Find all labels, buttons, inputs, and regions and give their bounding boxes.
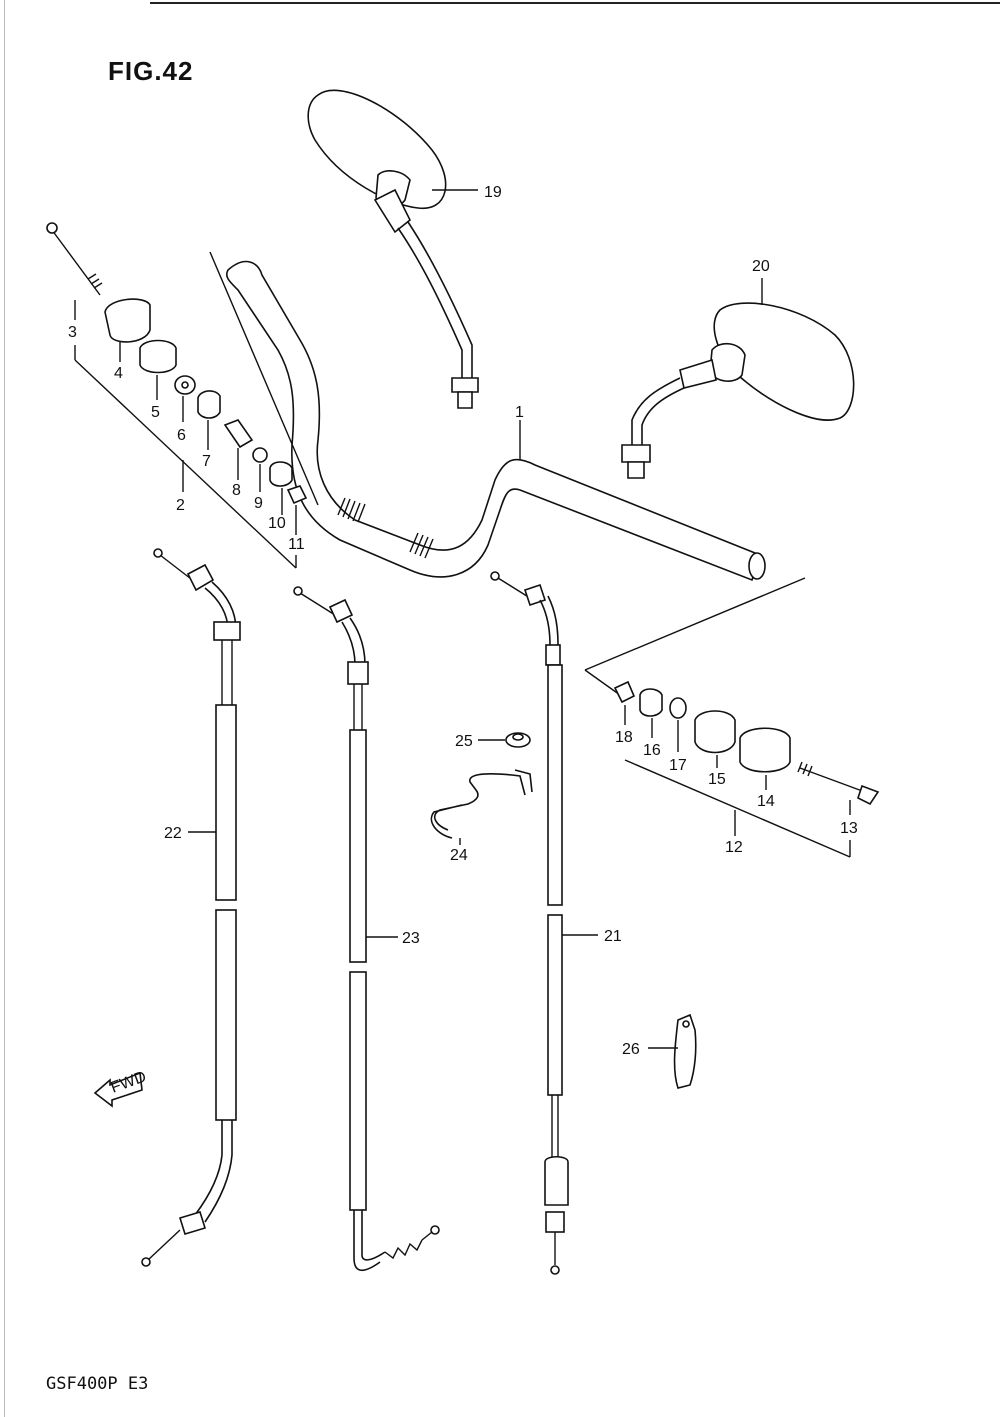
label-23: 23 [402, 930, 420, 947]
handlebar [225, 260, 766, 582]
label-21: 21 [604, 928, 622, 945]
label-24: 24 [450, 847, 468, 864]
label-18: 18 [615, 729, 633, 746]
label-16: 16 [643, 742, 661, 759]
right-mirror [621, 278, 855, 479]
label-15: 15 [708, 771, 726, 788]
right-balancer-assembly [584, 577, 880, 858]
label-2: 2 [176, 497, 185, 514]
left-mirror [307, 89, 479, 409]
label-26: 26 [622, 1041, 640, 1058]
scan-edge [4, 0, 5, 1417]
label-17: 17 [669, 757, 687, 774]
label-19: 19 [484, 184, 502, 201]
left-balancer-assembly [46, 222, 319, 569]
figure-title: FIG.42 [108, 56, 194, 86]
label-11: 11 [288, 536, 305, 553]
clutch-cable-21 [490, 571, 598, 1275]
label-1: 1 [515, 404, 524, 421]
label-20: 20 [752, 258, 770, 275]
label-8: 8 [232, 482, 241, 499]
model-code: GSF400P E3 [46, 1374, 149, 1394]
label-6: 6 [177, 427, 186, 444]
label-4: 4 [114, 365, 123, 382]
label-25: 25 [455, 733, 473, 750]
label-13: 13 [840, 820, 858, 837]
label-3: 3 [68, 324, 77, 341]
label-14: 14 [757, 793, 775, 810]
grommet-25 [478, 732, 531, 748]
callout-labels: 1 2 3 4 5 6 7 8 9 10 11 12 13 14 15 16 1… [68, 184, 858, 1058]
cable-guide-24 [430, 769, 533, 845]
label-9: 9 [254, 495, 263, 512]
label-12: 12 [725, 839, 743, 856]
label-5: 5 [151, 404, 160, 421]
label-7: 7 [202, 453, 211, 470]
label-10: 10 [268, 515, 286, 532]
label-22: 22 [164, 825, 182, 842]
fwd-arrow-icon: FWD [93, 1068, 149, 1108]
throttle-cable-23 [293, 586, 440, 1271]
clamp-26 [648, 1013, 697, 1089]
throttle-cable-22 [141, 548, 241, 1267]
